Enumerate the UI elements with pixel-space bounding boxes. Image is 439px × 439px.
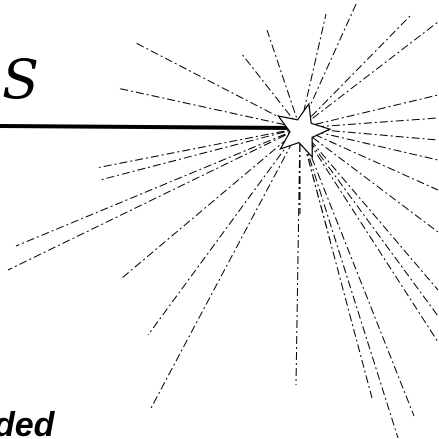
ray-line — [267, 30, 300, 128]
ray-line — [300, 128, 398, 438]
ray-line — [300, 128, 438, 342]
horizontal-line — [0, 126, 300, 128]
ray-line — [122, 128, 300, 278]
ray-line — [8, 128, 300, 270]
ray-line — [300, 128, 438, 190]
s-label: S — [2, 48, 39, 111]
ray-line — [296, 128, 300, 385]
ray-line — [300, 128, 438, 290]
ray-line — [300, 128, 372, 398]
ray-line — [16, 128, 300, 246]
ray-line — [300, 15, 411, 128]
ray-line — [117, 88, 300, 128]
ray-line — [300, 128, 438, 316]
ray-line — [100, 128, 300, 180]
star-icon — [278, 104, 330, 157]
burst-rays — [8, 2, 438, 438]
ray-line — [96, 128, 300, 168]
ded-label: ded — [0, 406, 56, 439]
ray-line — [150, 128, 300, 410]
ray-line — [134, 42, 300, 128]
